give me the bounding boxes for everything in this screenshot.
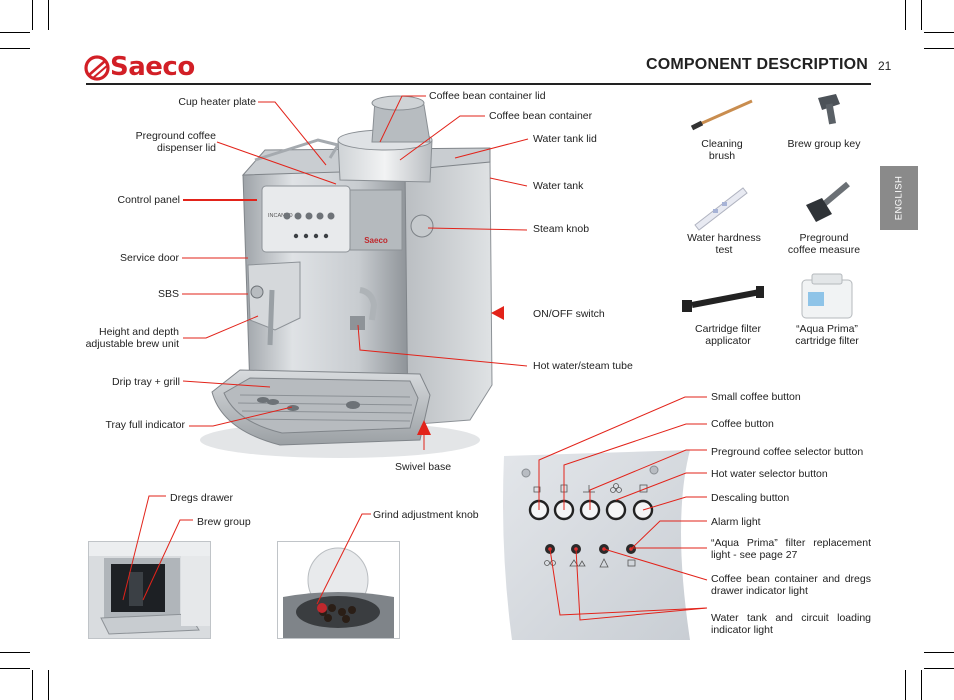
preground-measure-icon	[806, 181, 850, 222]
label-tray-full-indicator: Tray full indicator	[105, 419, 185, 431]
label-brew-unit-line1: Height and depth	[99, 326, 179, 338]
label-cleaning-brush-line1: Cleaning	[701, 138, 743, 150]
crop-mark	[0, 668, 30, 669]
crop-mark	[48, 670, 49, 700]
crop-mark	[924, 668, 954, 669]
label-aqua-prima-line2: cartridge filter	[795, 335, 859, 347]
label-grind-adjustment-knob: Grind adjustment knob	[373, 509, 479, 521]
label-brew-group-key: Brew group key	[787, 138, 861, 150]
label-aqua-prima-light: “Aqua Prima” filter replacement light - …	[711, 537, 871, 561]
label-preground-selector-button: Preground coffee selector button	[711, 446, 864, 458]
page-number: 21	[878, 59, 892, 73]
label-preground-lid-line1: Preground coffee	[135, 130, 216, 142]
label-hot-water-tube: Hot water/steam tube	[533, 360, 633, 372]
crop-mark	[924, 652, 954, 653]
label-preground-measure-line2: coffee measure	[787, 244, 861, 256]
crop-mark	[48, 0, 49, 30]
crop-mark	[924, 32, 954, 33]
label-water-tank: Water tank	[533, 180, 584, 192]
crop-mark	[924, 48, 954, 49]
grind-knob-photo	[277, 541, 400, 639]
label-bean-dregs-light: Coffee bean container and dregs drawer i…	[711, 573, 871, 597]
saeco-logo-icon	[84, 55, 110, 81]
label-water-hardness-line2: test	[715, 244, 733, 256]
brand-name: Saeco	[110, 52, 195, 82]
header-divider	[86, 83, 871, 85]
label-preground-measure-line1: Preground	[799, 232, 849, 244]
label-water-tank-light: Water tank and circuit loading indicator…	[711, 612, 871, 636]
crop-mark	[921, 0, 922, 30]
label-cleaning-brush-line2: brush	[708, 150, 736, 162]
label-brew-unit-line2: adjustable brew unit	[85, 338, 179, 350]
label-aqua-prima-line1: “Aqua Prima”	[796, 323, 858, 335]
language-tab: ENGLISH	[880, 166, 918, 230]
crop-mark	[921, 670, 922, 700]
label-cup-heater-plate: Cup heater plate	[178, 96, 256, 108]
label-cartridge-applicator-line2: applicator	[705, 335, 751, 347]
label-sbs: SBS	[157, 288, 179, 300]
label-swivel-base: Swivel base	[395, 461, 452, 473]
crop-mark	[0, 652, 30, 653]
crop-mark	[905, 0, 906, 30]
label-water-hardness-line1: Water hardness	[687, 232, 761, 244]
label-small-coffee-button: Small coffee button	[711, 391, 801, 403]
label-brew-group: Brew group	[197, 516, 251, 528]
label-steam-knob: Steam knob	[533, 223, 590, 235]
label-preground-lid-line2: dispenser lid	[157, 142, 216, 154]
label-bean-container-lid: Coffee bean container lid	[429, 90, 546, 102]
label-drip-tray: Drip tray + grill	[112, 376, 180, 388]
crop-mark	[32, 0, 33, 30]
aqua-prima-cartridge-icon	[801, 273, 853, 319]
label-water-tank-lid: Water tank lid	[533, 133, 597, 145]
machine-logo: Saeco	[364, 236, 388, 245]
label-descaling-button: Descaling button	[711, 492, 790, 504]
label-control-panel: Control panel	[117, 194, 180, 206]
label-hot-water-selector-button: Hot water selector button	[711, 468, 828, 480]
label-service-door: Service door	[120, 252, 179, 264]
machine-model: INCANTO	[268, 213, 293, 219]
label-coffee-button: Coffee button	[711, 418, 774, 430]
label-cartridge-applicator-line1: Cartridge filter	[695, 323, 761, 335]
label-dregs-drawer: Dregs drawer	[170, 492, 234, 504]
label-on-off-switch: ON/OFF switch	[533, 308, 605, 320]
water-hardness-strip-icon	[694, 187, 748, 231]
cleaning-brush-icon	[690, 99, 753, 131]
page-title: COMPONENT DESCRIPTION	[646, 56, 868, 73]
brew-group-photo	[88, 541, 211, 639]
cartridge-applicator-icon	[682, 286, 764, 312]
brew-group-key-icon	[818, 94, 840, 125]
label-alarm-light: Alarm light	[711, 516, 761, 528]
label-bean-container: Coffee bean container	[489, 110, 593, 122]
crop-mark	[0, 48, 30, 49]
crop-mark	[905, 670, 906, 700]
crop-mark	[32, 670, 33, 700]
crop-mark	[0, 32, 30, 33]
